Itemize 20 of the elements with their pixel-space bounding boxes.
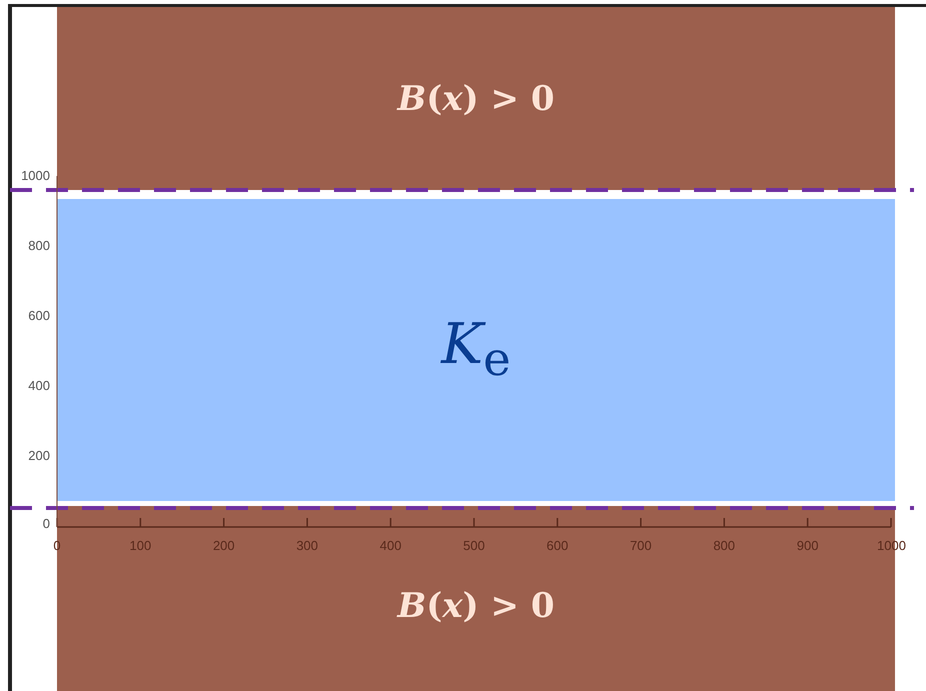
x-axis-tick-label: 900 [796, 539, 820, 553]
region-label: K$_{e}$ [441, 312, 511, 388]
x-axis-tick-label: 500 [462, 539, 486, 553]
x-axis-tick-label: 100 [128, 539, 152, 553]
safe-set-region [57, 199, 895, 501]
y-axis-tick-label: 400 [28, 379, 50, 393]
y-axis-tick-label: 800 [28, 239, 50, 253]
x-axis-tick-label: 400 [378, 539, 402, 553]
x-axis-tick-label: 200 [212, 539, 236, 553]
x-axis-tick-label: 800 [712, 539, 736, 553]
constraint-region [57, 7, 895, 190]
y-axis-tick-label: 0 [42, 517, 50, 531]
x-axis-tick-label: 600 [546, 539, 570, 553]
region-label: B(x) > 0 [397, 78, 555, 118]
y-axis-tick-label: 600 [28, 309, 50, 323]
x-axis-tick-label: 700 [628, 539, 653, 553]
region-label: B(x) > 0 [397, 586, 555, 626]
y-axis-tick-label: 200 [28, 449, 50, 463]
x-axis-tick-label: 300 [295, 539, 320, 553]
y-axis-tick-label: 1000 [21, 169, 50, 183]
